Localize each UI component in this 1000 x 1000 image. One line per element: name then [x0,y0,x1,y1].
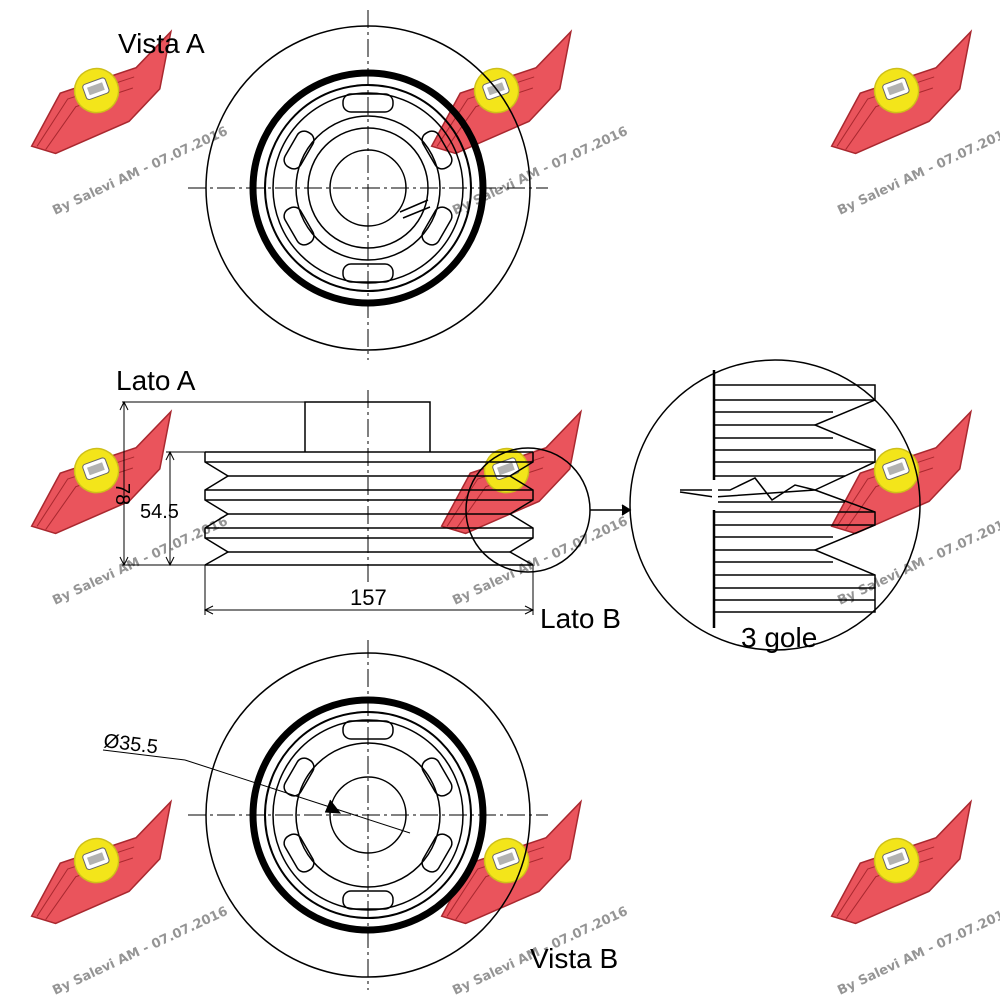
watermark-text: By Salevi AM - 07.07.2016 [50,514,230,609]
side-a-label: Lato A [116,365,196,396]
break-gap [712,480,718,510]
view-b-drawing [102,640,548,990]
side-b-label: Lato B [540,603,621,634]
dimension-height-total: 78 [111,483,133,505]
grooves-label: 3 gole [741,622,817,653]
groove-detail [629,359,921,651]
side-view-drawing [204,390,632,585]
dimension-diameter: Ø35.5 [102,730,159,758]
dimension-lines [119,400,535,615]
watermark-logo [810,800,998,932]
watermark-logo [810,30,998,162]
view-a-drawing [188,10,548,360]
view-a-label: Vista A [118,28,205,59]
dimension-height-inner: 54.5 [140,501,179,523]
view-b-label: Vista B [530,943,618,974]
watermark-logo [10,800,198,932]
watermark-text: By Salevi AM - 07.07.2016 [50,904,230,999]
dimension-width: 157 [350,585,387,610]
